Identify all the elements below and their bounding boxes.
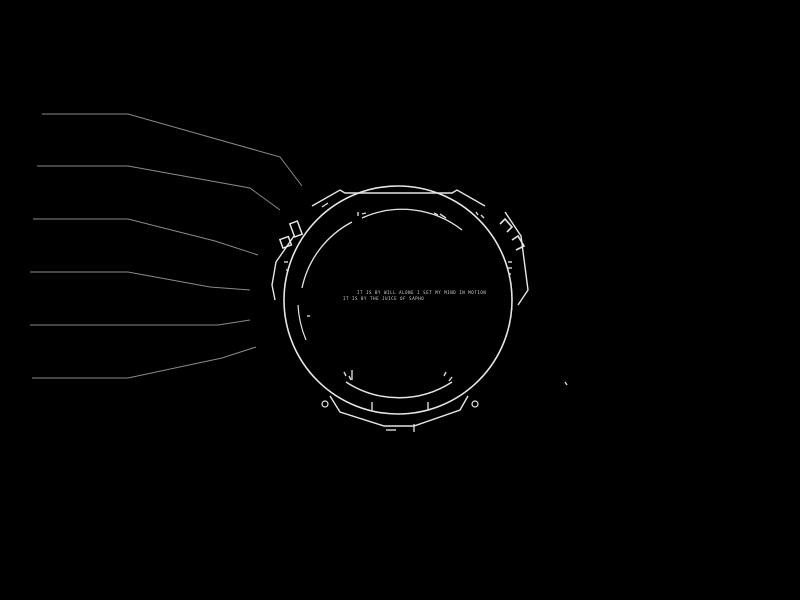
leader-line-5 bbox=[30, 319, 251, 326]
tick-bottom-left-1 bbox=[343, 371, 347, 377]
tick-bottom-left-2 bbox=[348, 375, 352, 381]
circle-markers bbox=[321, 400, 479, 408]
inner-arcs bbox=[297, 208, 463, 399]
leader-line-4 bbox=[30, 271, 251, 291]
leader-lines bbox=[30, 113, 303, 379]
left-brackets bbox=[278, 202, 329, 250]
tick-top-right-3 bbox=[475, 211, 479, 216]
tick-bottom-right-2 bbox=[448, 376, 453, 382]
bracket-square-left-1 bbox=[278, 235, 293, 250]
tick-top-left-2 bbox=[361, 212, 367, 215]
tick-bottom-right-1 bbox=[443, 371, 447, 377]
frame-bottom bbox=[329, 395, 469, 427]
tick-top-right-1 bbox=[433, 212, 439, 216]
marker-circle-left bbox=[321, 400, 329, 408]
inner-arc-top bbox=[361, 208, 463, 231]
caption-line-1: IT IS BY WILL ALONE I SET MY MIND IN MOT… bbox=[357, 290, 486, 295]
outer-frame bbox=[271, 189, 529, 427]
leader-line-3 bbox=[33, 218, 259, 256]
bracket-right-2 bbox=[511, 234, 526, 251]
right-brackets bbox=[499, 217, 526, 251]
tick-top-right-2 bbox=[439, 213, 447, 219]
marker-circle-right bbox=[471, 400, 479, 408]
inner-arc-bottom bbox=[345, 381, 453, 399]
inner-arc-top-left bbox=[301, 221, 353, 289]
inner-arc-left bbox=[297, 304, 307, 341]
bracket-tick-left bbox=[321, 202, 329, 208]
frame-left bbox=[271, 235, 295, 301]
bracket-square-left-2 bbox=[288, 220, 304, 238]
frame-right bbox=[504, 211, 529, 306]
outer-ring bbox=[283, 185, 513, 415]
caption-line-2: IT IS BY THE JUICE OF SAPHO bbox=[343, 296, 424, 301]
leader-line-2 bbox=[37, 165, 281, 211]
tick-marks bbox=[284, 211, 512, 432]
frame-top bbox=[311, 189, 486, 207]
stray-mark bbox=[564, 381, 568, 386]
leader-line-6 bbox=[32, 346, 257, 379]
bracket-right-1 bbox=[499, 217, 514, 233]
leader-line-1 bbox=[42, 113, 303, 187]
tick-top-right-4 bbox=[480, 214, 485, 219]
